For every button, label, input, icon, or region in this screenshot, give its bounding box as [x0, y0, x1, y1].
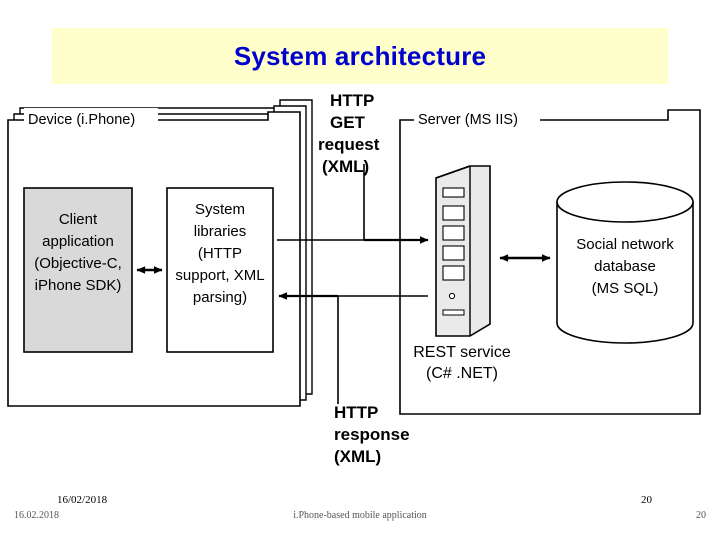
- connector-http-response: [278, 292, 428, 404]
- svg-text:response: response: [334, 425, 410, 444]
- annotation-http-response: HTTP response (XML): [334, 403, 410, 466]
- title-banner: System architecture: [52, 28, 668, 84]
- page-title: System architecture: [233, 40, 487, 71]
- svg-text:(MS SQL): (MS SQL): [592, 280, 659, 297]
- svg-text:Social network: Social network: [576, 236, 674, 253]
- slide-footer: 16/02/2018 16.02.2018 i.Phone-based mobi…: [0, 486, 720, 540]
- device-group-label: Device (i.Phone): [28, 112, 135, 128]
- svg-text:(XML): (XML): [322, 157, 369, 176]
- server-group-label: Server (MS IIS): [418, 112, 518, 128]
- annotation-http-get-request: HTTP GET request (XML): [318, 91, 380, 176]
- svg-text:request: request: [318, 135, 380, 154]
- footer-date-secondary: 16.02.2018: [14, 510, 59, 521]
- svg-text:(Objective-C,: (Objective-C,: [34, 255, 122, 272]
- footer-center-text: i.Phone-based mobile application: [293, 510, 427, 521]
- connector-http-get-request: [277, 164, 429, 244]
- svg-text:REST service: REST service: [413, 344, 511, 361]
- footer-page-number-secondary: 20: [696, 510, 706, 521]
- svg-text:iPhone SDK): iPhone SDK): [35, 277, 122, 294]
- system-architecture-diagram: Device (i.Phone) Server (MS IIS) Client …: [0, 84, 720, 480]
- footer-date-primary: 16/02/2018: [57, 494, 108, 506]
- node-rest-service: REST service (C# .NET): [413, 165, 511, 382]
- svg-text:application: application: [42, 233, 114, 250]
- svg-text:support, XML: support, XML: [175, 267, 264, 284]
- svg-text:HTTP: HTTP: [330, 91, 374, 110]
- node-system-libraries: System libraries (HTTP support, XML pars…: [166, 187, 274, 353]
- svg-text:database: database: [594, 258, 656, 275]
- svg-text:HTTP: HTTP: [334, 403, 378, 422]
- svg-text:libraries: libraries: [194, 223, 247, 240]
- svg-text:parsing): parsing): [193, 289, 247, 306]
- svg-text:(HTTP: (HTTP: [198, 245, 242, 262]
- svg-text:GET: GET: [330, 113, 366, 132]
- node-social-network-database: Social network database (MS SQL): [556, 181, 694, 344]
- svg-text:(XML): (XML): [334, 447, 381, 466]
- footer-page-number-primary: 20: [641, 494, 652, 506]
- svg-text:System: System: [195, 201, 245, 218]
- node-client-application: Client application (Objective-C, iPhone …: [23, 187, 133, 353]
- svg-text:(C# .NET): (C# .NET): [426, 365, 498, 382]
- svg-text:Client: Client: [59, 211, 98, 228]
